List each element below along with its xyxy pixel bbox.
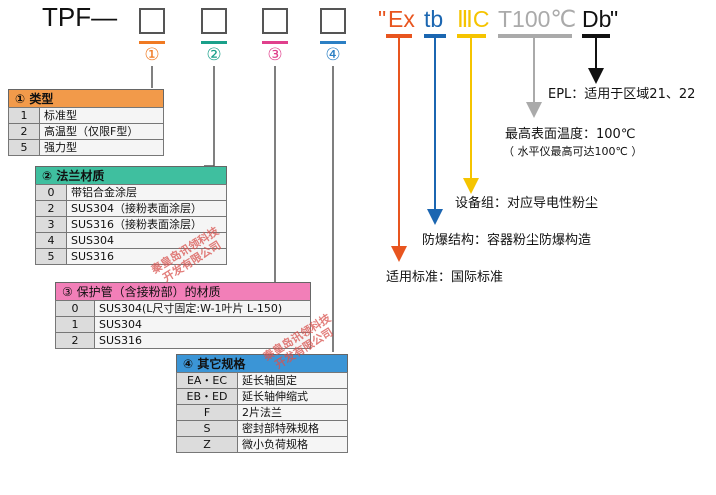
row-desc: SUS316	[94, 332, 311, 349]
row-desc: 强力型	[39, 139, 164, 156]
row-code: F	[176, 404, 238, 421]
row-code: 1	[55, 316, 95, 333]
code-iiic: ⅢC	[457, 6, 490, 32]
row-code: 4	[35, 232, 67, 249]
row-code: Z	[176, 436, 238, 453]
slot-3	[262, 8, 288, 34]
row-desc: SUS304	[94, 316, 311, 333]
code-ex: Ex	[388, 6, 415, 32]
row-desc: 微小负荷规格	[237, 436, 348, 453]
row-code: 3	[35, 216, 67, 233]
table3-header: ③ 保护管（含接粉部）的材质	[55, 282, 311, 302]
row-code: 2	[55, 332, 95, 349]
slot-4	[320, 8, 346, 34]
row-code: 5	[35, 248, 67, 265]
row-desc: 延长轴固定	[237, 372, 348, 389]
row-code: S	[176, 420, 238, 437]
row-desc: 延长轴伸缩式	[237, 388, 348, 405]
row-desc: SUS304	[66, 232, 227, 249]
row-code: 1	[8, 107, 40, 124]
row-desc: SUS304（接粉表面涂层）	[66, 200, 227, 217]
slot-2-underline	[201, 41, 227, 44]
code-open-quote: "	[378, 6, 387, 32]
marker-3: ③	[267, 45, 283, 65]
note-epl: EPL：适用于区域21、22	[548, 87, 696, 102]
note-protection: 防爆结构：容器粉尘防爆构造	[422, 233, 592, 248]
marker-2: ②	[206, 45, 222, 65]
slot-2	[201, 8, 227, 34]
row-code: 0	[35, 184, 67, 201]
prefix-dash: —	[91, 2, 118, 32]
table1-header: ① 类型	[8, 89, 164, 109]
row-code: 0	[55, 300, 95, 317]
row-desc: 密封部特殊规格	[237, 420, 348, 437]
prefix-text: TPF	[42, 2, 92, 32]
code-temp: T100℃	[498, 6, 577, 32]
row-desc: 2片法兰	[237, 404, 348, 421]
model-prefix: TPF—	[42, 2, 117, 32]
row-desc: SUS316	[66, 248, 227, 265]
row-desc: SUS304(L尺寸固定:W-1叶片 L-150)	[94, 300, 311, 317]
row-desc: 带铝合金涂层	[66, 184, 227, 201]
row-code: 5	[8, 139, 40, 156]
note-max-temp-sub: （ 水平仪最高可达100℃ ）	[503, 145, 643, 158]
marker-4: ④	[325, 45, 341, 65]
row-code: 2	[35, 200, 67, 217]
row-desc: 高温型（仅限F型）	[39, 123, 164, 140]
note-max-temp: 最高表面温度：100℃	[505, 127, 636, 142]
slot-3-underline	[262, 41, 288, 44]
marker-1: ①	[144, 45, 160, 65]
table2-header: ② 法兰材质	[35, 166, 227, 186]
row-code: EA・EC	[176, 372, 238, 389]
code-close-quote: "	[610, 6, 619, 32]
table4-header: ④ 其它规格	[176, 354, 348, 374]
row-code: EB・ED	[176, 388, 238, 405]
slot-1	[139, 8, 165, 34]
row-desc: SUS316（接粉表面涂层）	[66, 216, 227, 233]
row-desc: 标准型	[39, 107, 164, 124]
note-standard: 适用标准：国际标准	[386, 270, 504, 285]
slot-1-underline	[139, 41, 165, 44]
code-db: Db	[582, 6, 612, 32]
note-equipment-group: 设备组：对应导电性粉尘	[455, 196, 599, 211]
code-tb: tb	[424, 6, 444, 32]
row-code: 2	[8, 123, 40, 140]
slot-4-underline	[320, 41, 346, 44]
